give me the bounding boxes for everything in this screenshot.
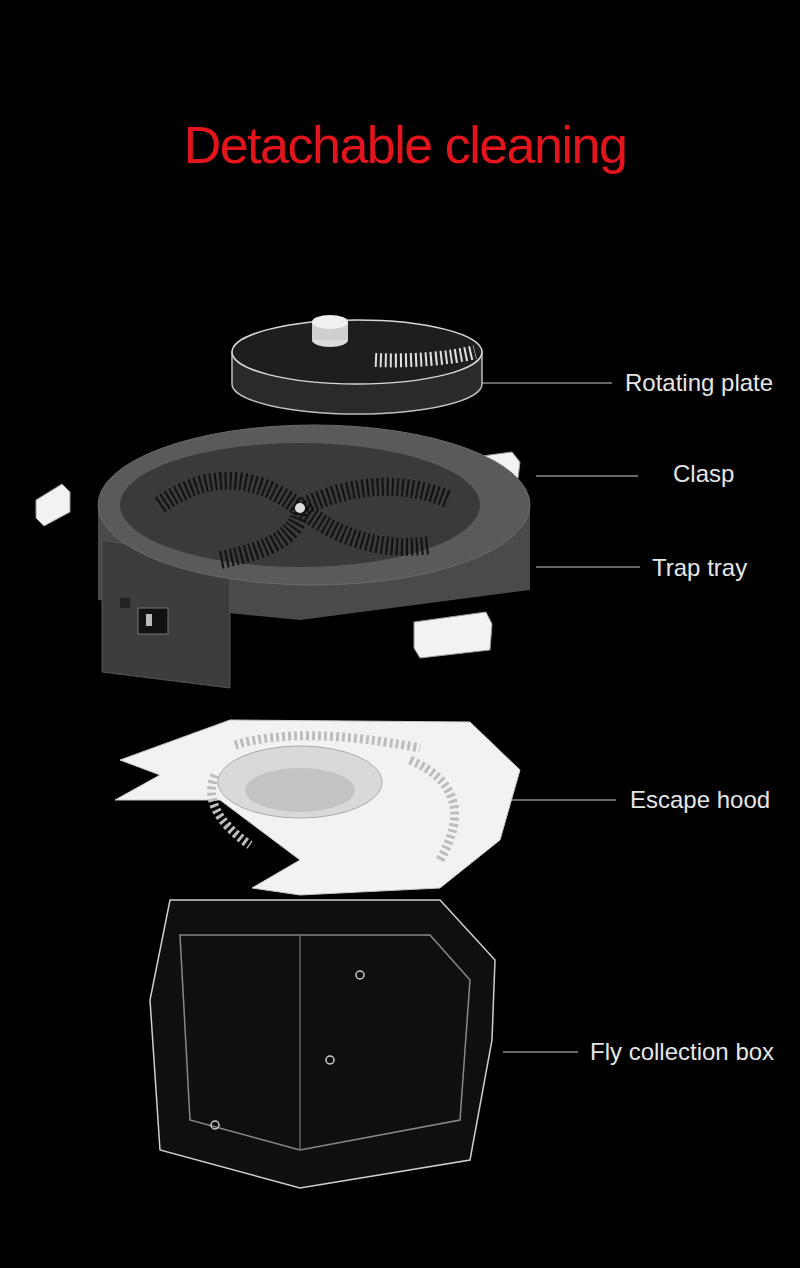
fly-collection-box xyxy=(150,900,495,1188)
part-label: Rotating plate xyxy=(625,369,773,397)
escape-hood xyxy=(115,720,520,895)
part-label: Escape hood xyxy=(630,786,770,814)
trap-tray xyxy=(98,425,530,688)
part-label: Clasp xyxy=(673,460,734,488)
title: Detachable cleaning xyxy=(184,115,627,175)
rotating-plate xyxy=(232,315,482,414)
part-label: Fly collection box xyxy=(590,1038,774,1066)
part-label: Trap tray xyxy=(652,554,747,582)
